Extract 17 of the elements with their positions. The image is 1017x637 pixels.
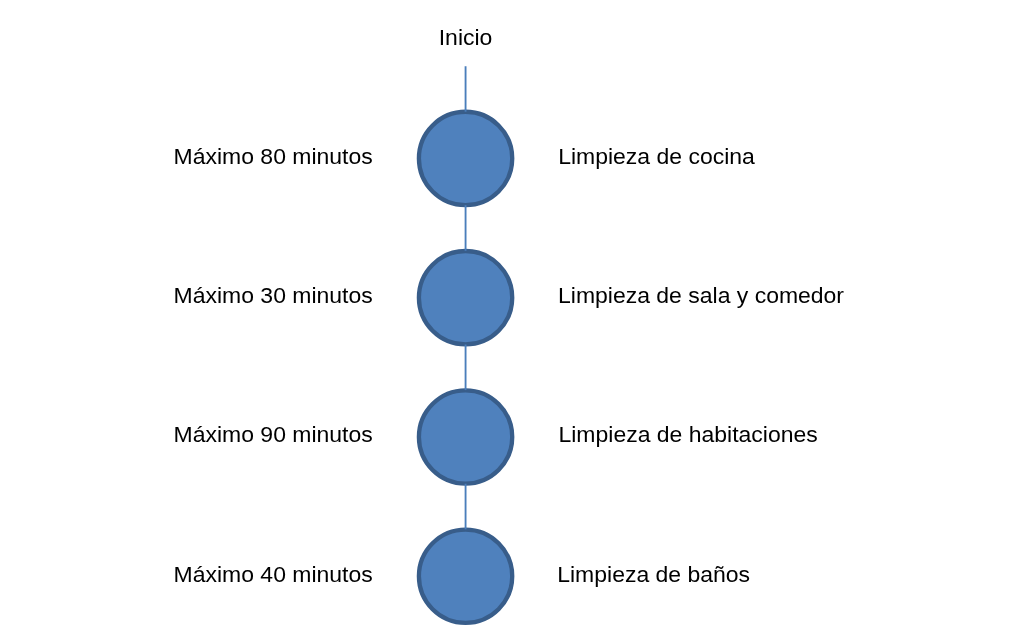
node-label: Máximo 90 minutos: [173, 421, 373, 448]
node-label: Máximo 80 minutos: [173, 142, 373, 169]
node-label: Limpieza de baños: [556, 560, 750, 587]
node-circle: [416, 527, 514, 626]
node-label: Limpieza de habitaciones: [558, 421, 818, 448]
node-circle: [416, 248, 514, 347]
node-label: Limpieza de sala y comedor: [557, 282, 844, 309]
connector: [464, 343, 466, 391]
node-label: Limpieza de cocina: [557, 142, 755, 169]
connector: [464, 204, 466, 252]
connector: [464, 65, 466, 113]
node-text: Inicio: [438, 24, 492, 51]
node-label: Máximo 30 minutos: [173, 282, 373, 309]
node-label: Máximo 40 minutos: [173, 560, 373, 587]
node-circle: [416, 388, 514, 486]
node-circle: [416, 109, 514, 208]
connector: [464, 482, 466, 531]
